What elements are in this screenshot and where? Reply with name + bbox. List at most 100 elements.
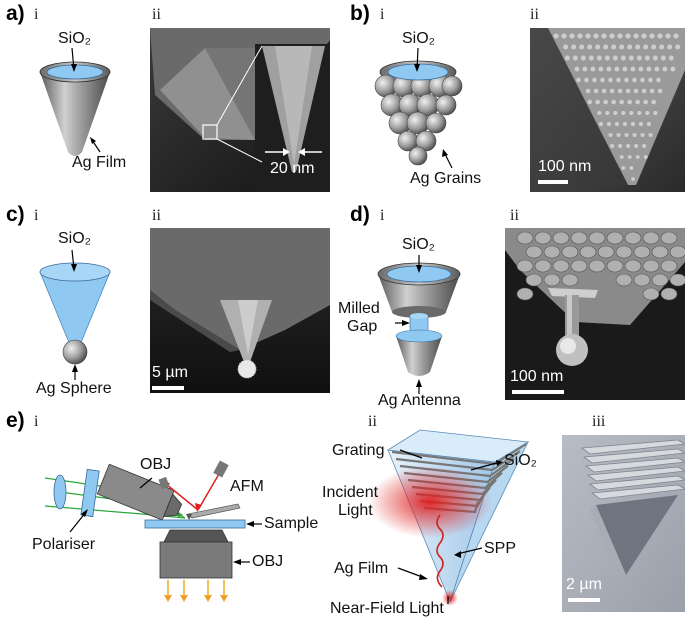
sem-grain — [600, 77, 605, 83]
sem-grain — [653, 110, 658, 116]
sem-grain — [670, 66, 676, 72]
sem-grain — [643, 44, 649, 50]
sem-grain — [627, 44, 633, 50]
sem-grain — [668, 55, 674, 61]
sem-grain — [587, 44, 593, 50]
sem-grain — [601, 33, 607, 39]
panel-e-sample-label: Sample — [264, 515, 319, 532]
sem-grain — [588, 231, 606, 245]
sem-grain — [611, 44, 617, 50]
sem-step — [582, 448, 685, 464]
sem-grain — [649, 33, 655, 39]
sem-grain — [593, 33, 599, 39]
sem-grain — [649, 88, 655, 94]
sem-grain — [669, 273, 685, 287]
sem-grain — [610, 144, 615, 148]
sem-grain — [640, 77, 645, 83]
sem-grain — [605, 110, 610, 116]
sem-grain — [606, 121, 612, 127]
panel-e-scale-bar — [568, 598, 600, 602]
sem-grain — [651, 245, 669, 259]
sem-grain — [543, 273, 561, 287]
sem-grain — [628, 55, 634, 61]
sem-grain — [642, 287, 660, 301]
sem-grain — [570, 259, 588, 273]
sem-grain — [587, 99, 592, 105]
sem-grain — [595, 44, 601, 50]
sem-grain — [592, 77, 597, 83]
panel-b-scale-bar — [538, 180, 568, 184]
sem-grain — [630, 66, 636, 72]
sem-grain — [640, 132, 645, 138]
sem-grain — [654, 66, 660, 72]
sem-grain — [552, 231, 570, 245]
sem-grain — [577, 33, 583, 39]
sem-grain — [609, 33, 615, 39]
panel-e-pyramid-diagram — [368, 429, 530, 606]
sem-grain — [615, 245, 633, 259]
sem-grain — [629, 166, 634, 170]
panel-e-nearfield-label: Near-Field Light — [330, 600, 444, 617]
sem-grain — [659, 44, 665, 50]
sem-grain — [616, 132, 621, 138]
panel-e-sub-ii: ii — [368, 413, 377, 430]
sem-grain — [641, 33, 647, 39]
sem-grain — [593, 88, 599, 94]
panel-b-sub-ii: ii — [530, 6, 539, 23]
sem-grain — [652, 55, 658, 61]
panel-d-sio2-label: SiO₂ — [402, 236, 435, 253]
panel-e-obj-top-label: OBJ — [140, 456, 172, 473]
sem-grain — [651, 44, 657, 50]
panel-c-scale-bar — [152, 386, 184, 390]
sem-grain — [636, 55, 642, 61]
sem-grain — [570, 231, 588, 245]
panel-e-afm-label: AFM — [230, 478, 264, 495]
panel-c-sphere-cone-diagram — [39, 249, 111, 380]
sem-grain — [651, 99, 656, 105]
sem-grain — [595, 99, 600, 105]
panel-e-polariser-label: Polariser — [32, 536, 96, 553]
sem-grain — [572, 55, 578, 61]
panel-e-obj-bottom-label: OBJ — [252, 553, 284, 570]
sem-grain — [534, 231, 552, 245]
sem-grain — [660, 259, 678, 273]
sem-grain — [634, 144, 639, 148]
sem-grain — [617, 33, 623, 39]
sem-grain — [667, 44, 673, 50]
sem-grain — [648, 77, 653, 83]
sem-grain — [673, 33, 679, 39]
sem-grain — [614, 121, 620, 127]
sem-grain — [613, 110, 618, 116]
sem-grain — [603, 99, 608, 105]
sem-grain — [643, 155, 648, 159]
sem-grain — [629, 110, 634, 116]
panel-b-sio2-label: SiO₂ — [402, 30, 435, 47]
sem-step — [584, 457, 685, 473]
sem-grain — [606, 231, 624, 245]
sem-grain — [632, 77, 637, 83]
sem-grain — [633, 245, 651, 259]
sem-grain — [646, 66, 652, 72]
panel-d-scale-label: 100 nm — [510, 368, 564, 385]
panel-c-scale-label: 5 µm — [152, 364, 188, 381]
panel-a-film-label: Ag Film — [72, 154, 127, 171]
sem-grain — [561, 273, 579, 287]
sem-grain — [552, 259, 570, 273]
sem-grain — [616, 77, 621, 83]
sem-grain — [597, 110, 602, 116]
sem-grain — [588, 55, 594, 61]
sem-grain — [642, 144, 647, 148]
sem-grain — [614, 66, 620, 72]
sem-grain — [625, 33, 631, 39]
panel-d-scale-bar — [512, 390, 564, 394]
sem-grain — [646, 121, 652, 127]
sem-grain — [617, 88, 623, 94]
sem-grain — [641, 88, 647, 94]
panel-e-film-label: Ag Film — [334, 560, 389, 577]
panel-b-sub-i: i — [380, 6, 385, 23]
sem-grain — [579, 44, 585, 50]
sem-grain — [584, 77, 589, 83]
panel-c-sub-ii: ii — [152, 207, 161, 224]
sem-grain — [561, 245, 579, 259]
